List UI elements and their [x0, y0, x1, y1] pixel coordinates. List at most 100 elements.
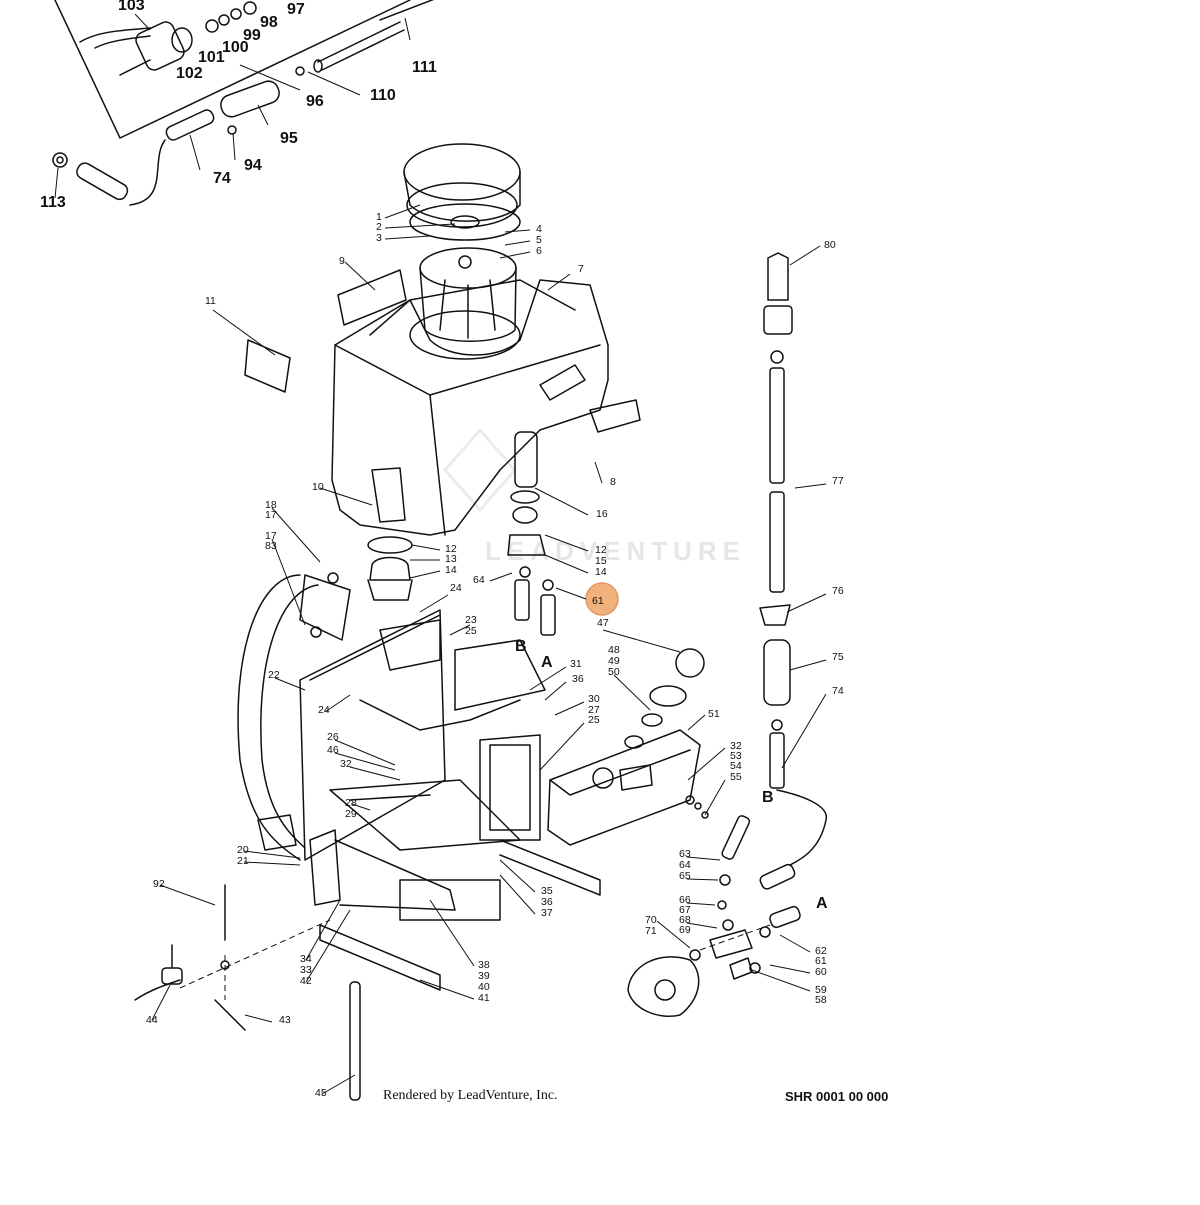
callout-label[interactable]: 111 [412, 59, 437, 76]
callout-label[interactable]: 25 [465, 625, 477, 637]
callout-label[interactable]: 48 [608, 644, 620, 656]
callout-label[interactable]: 45 [315, 1087, 327, 1099]
callout-label[interactable]: 80 [824, 239, 836, 251]
callout-label[interactable]: 32 [730, 740, 742, 752]
callout-label[interactable]: 25 [588, 714, 600, 726]
callout-label[interactable]: 64 [679, 859, 691, 871]
callout-label[interactable]: 47 [597, 617, 609, 629]
callout-label[interactable]: 77 [832, 475, 844, 487]
callout-label[interactable]: 98 [260, 14, 278, 31]
callout-label[interactable]: 100 [222, 39, 249, 56]
callout-label[interactable]: 4 [536, 223, 542, 235]
callout-label[interactable]: 101 [198, 49, 225, 66]
callout-label[interactable]: 46 [327, 744, 339, 756]
callout-label[interactable]: 42 [300, 975, 312, 987]
callout-label[interactable]: 37 [541, 907, 553, 919]
callout-label[interactable]: 53 [730, 750, 742, 762]
callout-label[interactable]: 7 [578, 263, 584, 275]
callout-label[interactable]: 1 [376, 211, 382, 223]
callout-label[interactable]: 30 [588, 693, 600, 705]
callout-label[interactable]: 2 [376, 221, 382, 233]
callout-label[interactable]: 36 [541, 896, 553, 908]
callout-label[interactable]: 21 [237, 855, 249, 867]
callout-label[interactable]: 102 [176, 65, 203, 82]
callout-label[interactable]: 44 [146, 1014, 158, 1026]
callout-label[interactable]: B [515, 638, 527, 655]
callout-label[interactable]: 17 [265, 530, 277, 542]
callout-label[interactable]: 62 [815, 945, 827, 957]
callout-label[interactable]: 6 [536, 245, 542, 257]
callout-label[interactable]: 67 [679, 904, 691, 916]
callout-label[interactable]: 10 [312, 481, 324, 493]
callout-label[interactable]: 31 [570, 658, 582, 670]
callout-label[interactable]: 28 [345, 797, 357, 809]
callout-label[interactable]: 103 [118, 0, 145, 14]
callout-label[interactable]: 27 [588, 704, 600, 716]
callout-label[interactable]: 63 [679, 848, 691, 860]
callout-label[interactable]: 41 [478, 992, 490, 1004]
callout-label[interactable]: 75 [832, 651, 844, 663]
callout-label[interactable]: 13 [445, 553, 457, 565]
callout-label[interactable]: 51 [708, 708, 720, 720]
callout-label[interactable]: 33 [300, 964, 312, 976]
callout-label[interactable]: B [762, 789, 774, 806]
callout-label[interactable]: 76 [832, 585, 844, 597]
callout-label[interactable]: 8 [610, 476, 616, 488]
callout-label[interactable]: 14 [595, 566, 607, 578]
callout-label[interactable]: 59 [815, 984, 827, 996]
callout-label[interactable]: 40 [478, 981, 490, 993]
callout-label[interactable]: 50 [608, 666, 620, 678]
callout-label[interactable]: 9 [339, 255, 345, 267]
callout-label[interactable]: 74 [213, 170, 231, 187]
callout-label[interactable]: 58 [815, 994, 827, 1006]
callout-label[interactable]: 61 [815, 955, 827, 967]
callout-label[interactable]: 39 [478, 970, 490, 982]
callout-label[interactable]: A [541, 654, 553, 671]
callout-label[interactable]: 92 [153, 878, 165, 890]
callout-label[interactable]: 99 [243, 27, 261, 44]
callout-label[interactable]: 97 [287, 1, 305, 18]
callout-label[interactable]: 12 [595, 544, 607, 556]
callout-label[interactable]: 68 [679, 914, 691, 926]
callout-label[interactable]: 12 [445, 543, 457, 555]
highlighted-callout-label[interactable]: 61 [592, 595, 604, 607]
callout-label[interactable]: 71 [645, 925, 657, 937]
callout-label[interactable]: 18 [265, 499, 277, 511]
callout-label[interactable]: 5 [536, 234, 542, 246]
callout-label[interactable]: 36 [572, 673, 584, 685]
callout-label[interactable]: 66 [679, 894, 691, 906]
callout-label[interactable]: 24 [450, 582, 462, 594]
callout-label[interactable]: 65 [679, 870, 691, 882]
callout-label[interactable]: 43 [279, 1014, 291, 1026]
callout-label[interactable]: 96 [306, 93, 324, 110]
callout-label[interactable]: 94 [244, 157, 262, 174]
callout-label[interactable]: 70 [645, 914, 657, 926]
callout-label[interactable]: 110 [370, 87, 396, 104]
callout-label[interactable]: 15 [595, 555, 607, 567]
callout-label[interactable]: 20 [237, 844, 249, 856]
callout-label[interactable]: 60 [815, 966, 827, 978]
callout-label[interactable]: 74 [832, 685, 844, 697]
callout-label[interactable]: A [816, 895, 828, 912]
callout-label[interactable]: 38 [478, 959, 490, 971]
callout-label[interactable]: 26 [327, 731, 339, 743]
callout-label[interactable]: 24 [318, 704, 330, 716]
callout-label[interactable]: 14 [445, 564, 457, 576]
callout-label[interactable]: 83 [265, 540, 277, 552]
callout-label[interactable]: 16 [596, 508, 608, 520]
callout-label[interactable]: 11 [205, 295, 216, 307]
callout-label[interactable]: 3 [376, 232, 382, 244]
callout-label[interactable]: 113 [40, 194, 66, 211]
callout-label[interactable]: 29 [345, 808, 357, 820]
callout-label[interactable]: 69 [679, 924, 691, 936]
callout-label[interactable]: 35 [541, 885, 553, 897]
callout-label[interactable]: 49 [608, 655, 620, 667]
callout-label[interactable]: 55 [730, 771, 742, 783]
callout-label[interactable]: 23 [465, 614, 477, 626]
callout-label[interactable]: 32 [340, 758, 352, 770]
callout-label[interactable]: 64 [473, 574, 485, 586]
callout-label[interactable]: 22 [268, 669, 280, 681]
callout-label[interactable]: 54 [730, 760, 742, 772]
callout-label[interactable]: 34 [300, 953, 312, 965]
callout-label[interactable]: 95 [280, 130, 298, 147]
